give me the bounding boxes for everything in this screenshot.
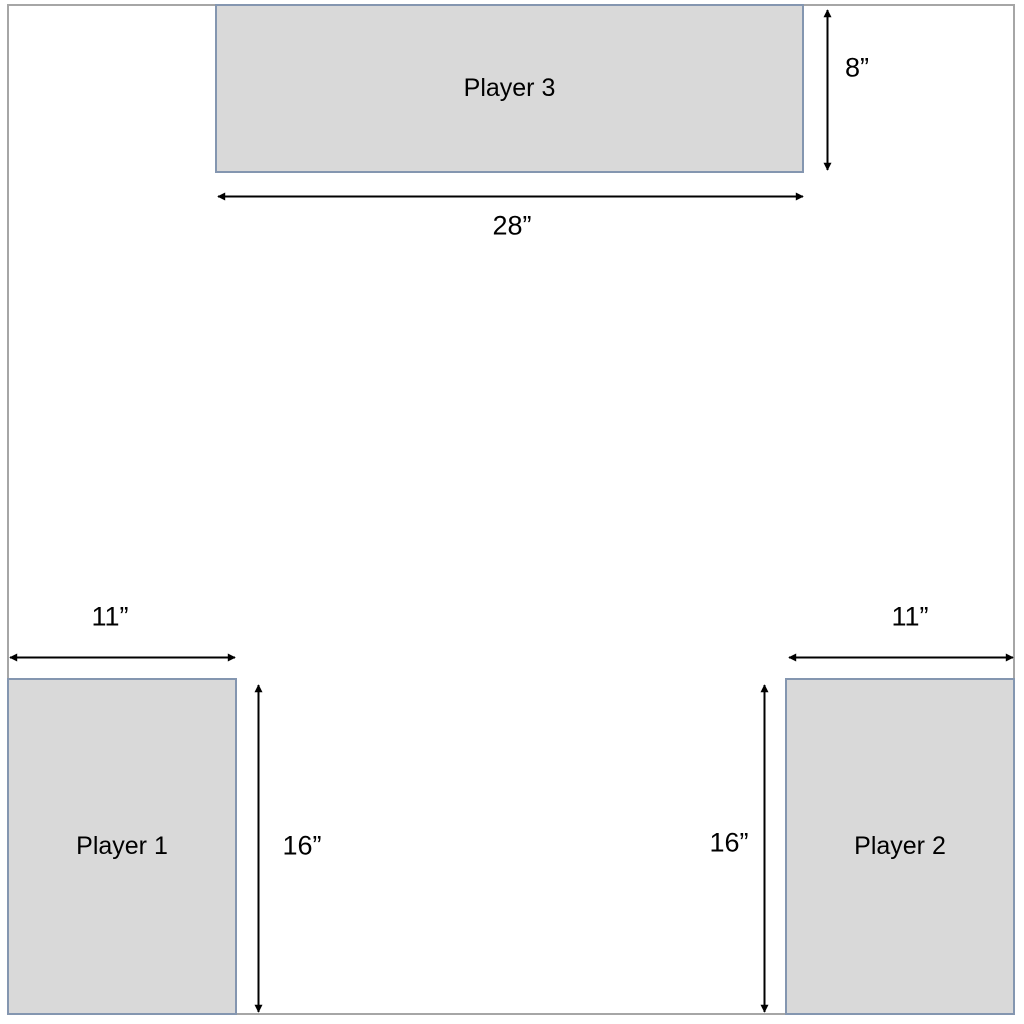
- player2-label: Player 2: [854, 832, 946, 860]
- dim-label-player1-width: 11”: [91, 601, 129, 632]
- dim-label-player3-width: 28”: [492, 210, 532, 241]
- player3-box: Player 3: [215, 4, 804, 173]
- player3-label: Player 3: [463, 74, 556, 102]
- player1-label: Player 1: [76, 832, 168, 860]
- dim-label-left-gap-height: 16”: [282, 830, 322, 861]
- player2-box: Player 2: [785, 678, 1015, 1015]
- dim-label-player3-height: 8”: [844, 52, 870, 83]
- player1-box: Player 1: [7, 678, 237, 1015]
- dim-label-player2-width: 11”: [891, 601, 929, 632]
- dim-label-right-gap-height: 16”: [709, 827, 749, 858]
